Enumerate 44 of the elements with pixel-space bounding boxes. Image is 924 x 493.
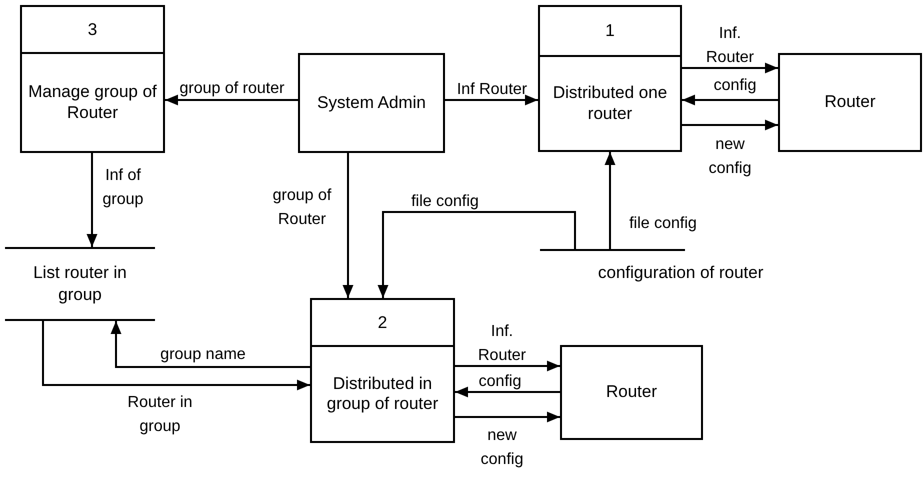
edge-label: config [714, 77, 756, 94]
data-store-label: configuration of router [598, 262, 764, 284]
edge-label: Inf Router [456, 81, 528, 98]
entity-label: System Admin [317, 92, 426, 114]
entity-label: Router [824, 92, 876, 113]
entity-box [298, 53, 445, 153]
arrow [682, 120, 778, 130]
edge-label: group of Router [272, 187, 332, 228]
edge-label: file config [629, 215, 697, 232]
edge-label: new config [708, 136, 752, 177]
arrow [455, 360, 560, 372]
arrow [682, 94, 778, 106]
edge-label: file config [411, 193, 479, 210]
edge-label: group of router [180, 80, 284, 97]
arrow [42, 321, 310, 390]
process-box [538, 5, 682, 152]
arrow [455, 386, 560, 398]
edge-label: Inf of group [102, 167, 144, 208]
edge-label: group name [160, 346, 246, 363]
arrow [445, 94, 538, 106]
process-number: 1 [605, 20, 615, 42]
arrow [165, 94, 298, 106]
edge-label: Router in group [128, 394, 192, 435]
process-label: Manage group of Router [27, 82, 158, 123]
entity-box [778, 53, 922, 152]
arrow [342, 153, 354, 298]
process-number: 3 [88, 18, 98, 40]
entity-label: Router [606, 382, 658, 403]
process-label: Distributed one router [552, 83, 668, 124]
edge-label: config [478, 373, 522, 390]
edge-label: new config [480, 427, 524, 468]
entity-box [560, 345, 703, 440]
arrow [604, 152, 616, 249]
arrow [455, 412, 560, 422]
process-label: Distributed in group of router [326, 374, 440, 414]
data-store-label: List router in group [32, 262, 128, 306]
process-box [310, 298, 455, 443]
arrow [682, 62, 778, 74]
process-number: 2 [378, 312, 388, 334]
process-box [20, 5, 165, 153]
data-store [5, 247, 155, 321]
arrow [378, 211, 576, 298]
arrow [86, 153, 98, 247]
arrow [110, 321, 310, 368]
